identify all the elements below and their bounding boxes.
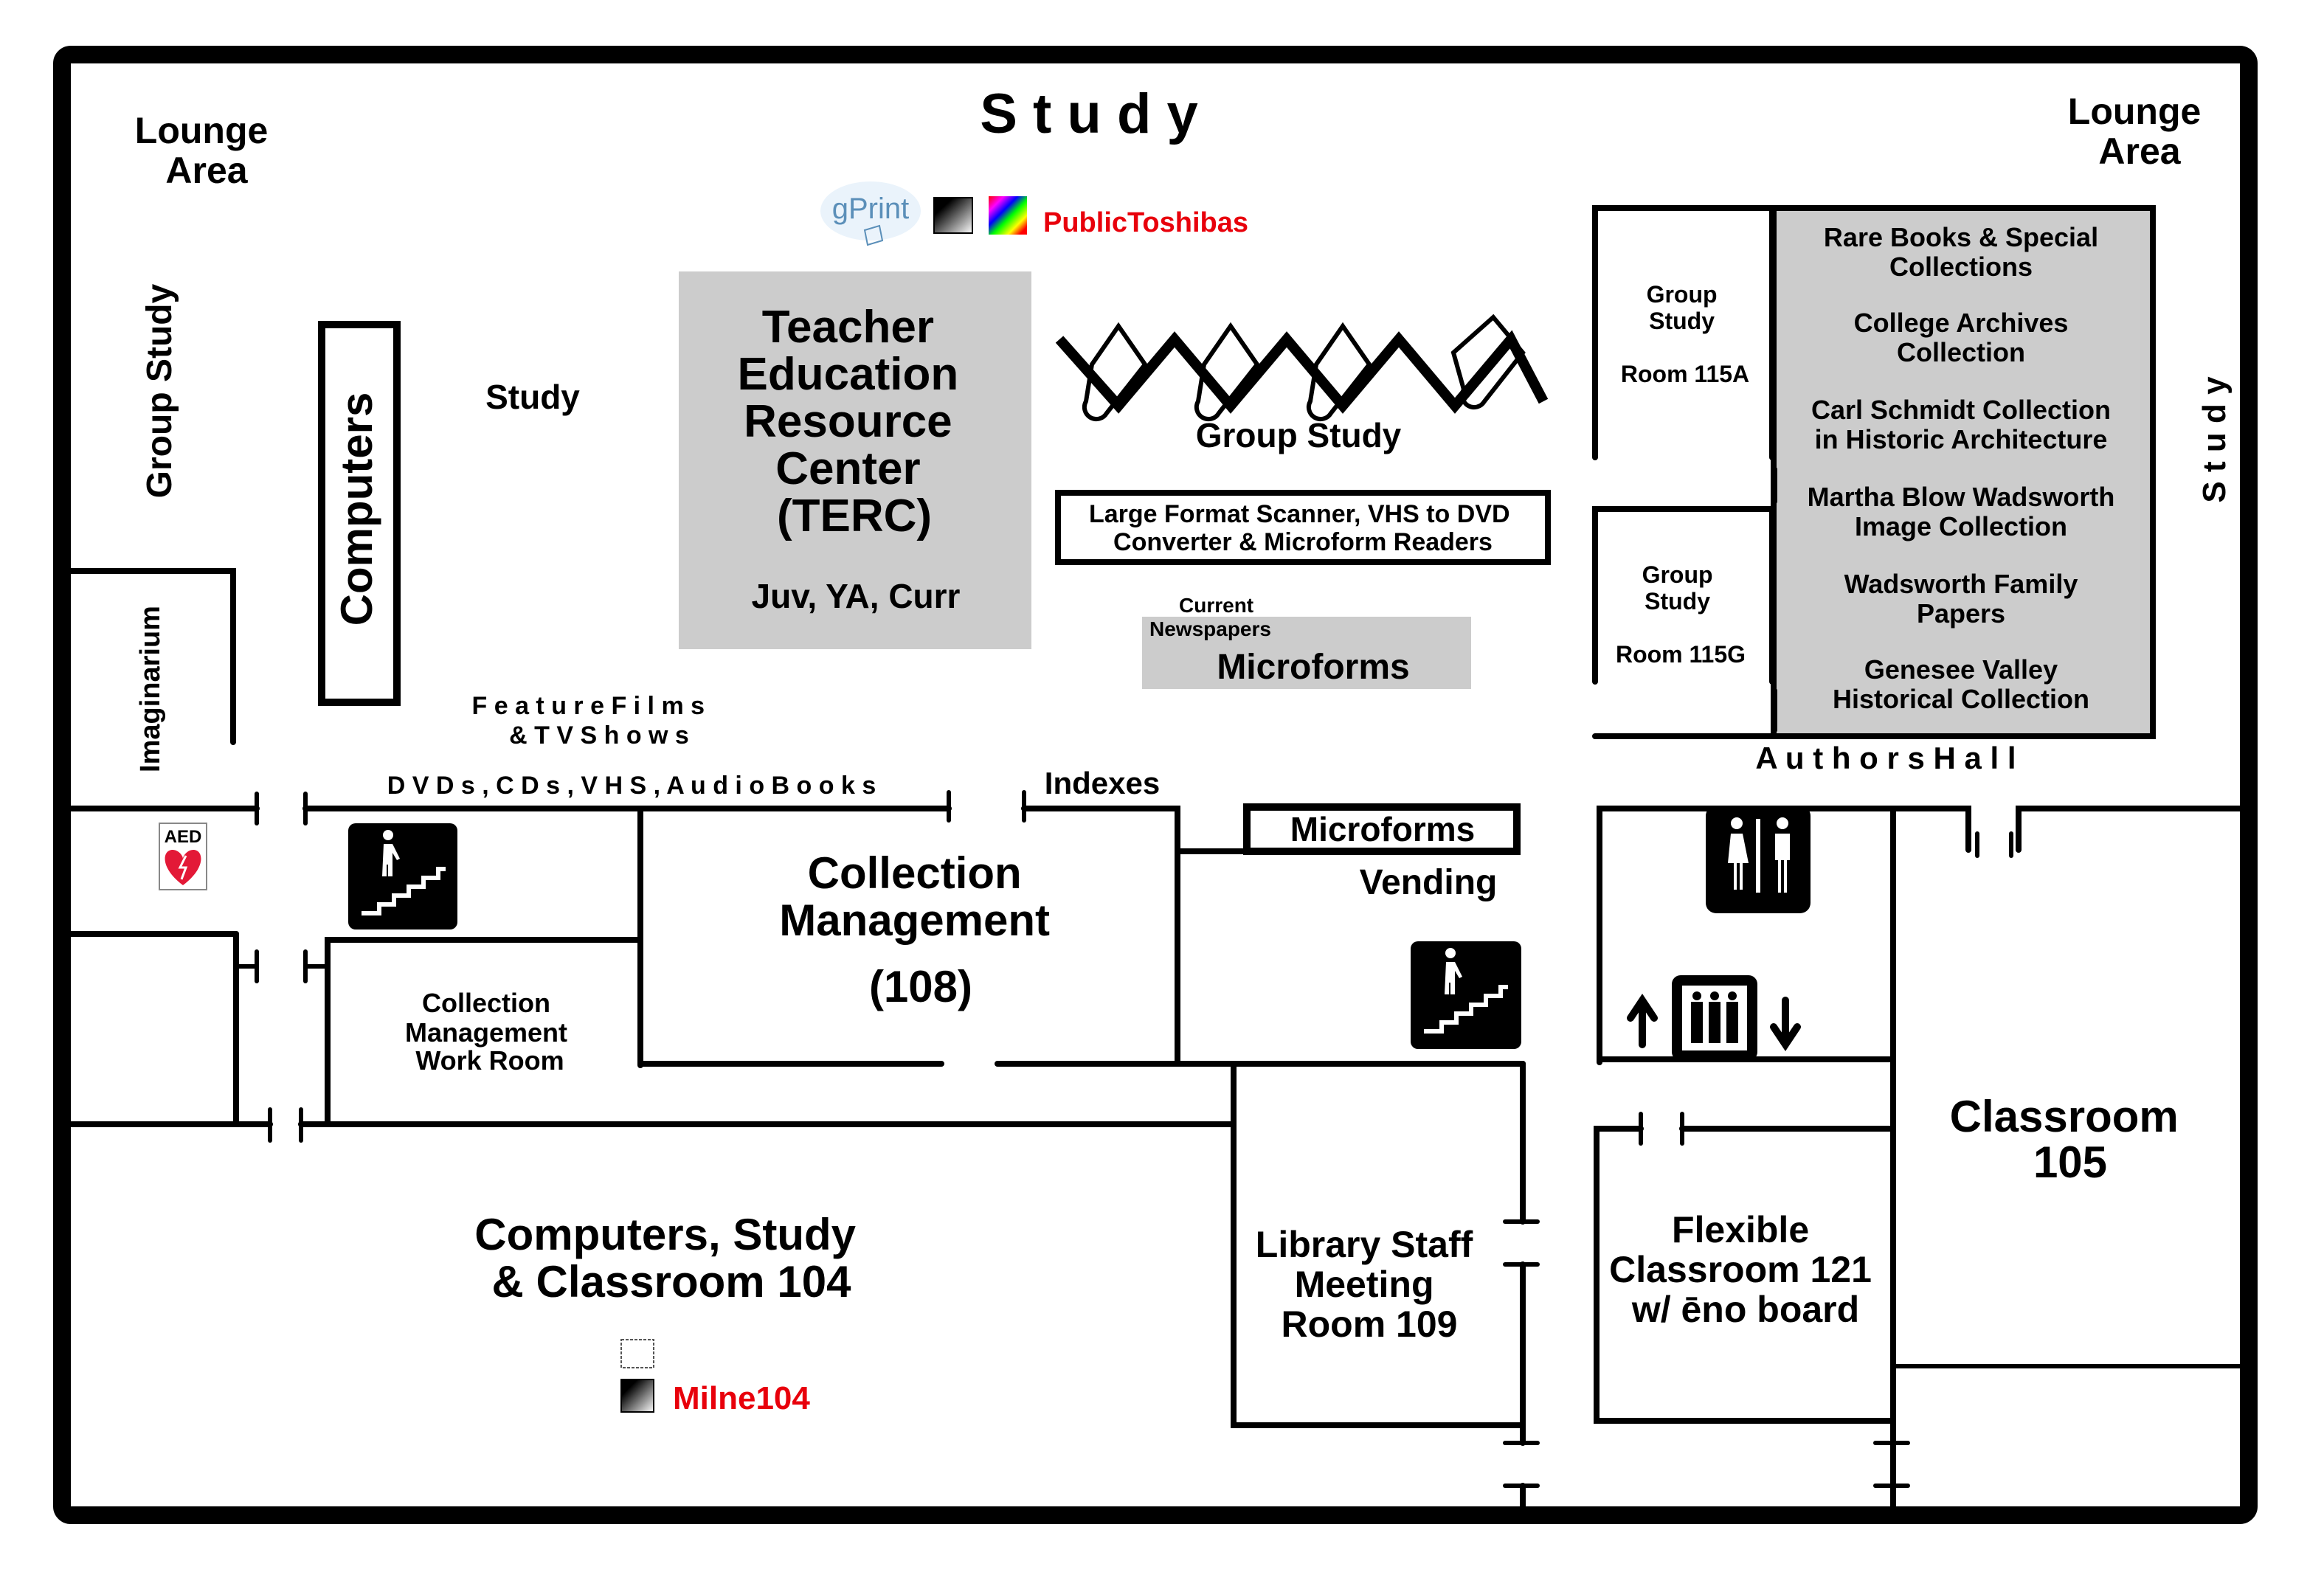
microforms-area: [1142, 617, 1471, 689]
group-study-left-label[interactable]: Group Study: [140, 283, 179, 498]
group-study-tables-label[interactable]: Group Study: [1196, 416, 1402, 454]
public-toshibas-printer-label[interactable]: PublicToshibas: [1043, 207, 1248, 238]
lounge-area-right-label[interactable]: Lounge Area: [2068, 91, 2211, 172]
microforms-top-label[interactable]: Microforms: [1217, 648, 1409, 687]
indexes-label[interactable]: Indexes: [1045, 766, 1160, 800]
imaginarium-label[interactable]: Imaginarium: [135, 606, 166, 772]
bw-printer-icon[interactable]: [620, 1379, 654, 1413]
outer-wall: [53, 46, 2258, 1524]
computers-study-104-label[interactable]: Computers, Study & Classroom 104: [474, 1210, 868, 1306]
restroom-icon[interactable]: [1706, 806, 1811, 913]
scanner-box-label[interactable]: Large Format Scanner, VHS to DVD Convert…: [1089, 500, 1517, 556]
wall-workroom: [325, 937, 643, 1127]
lounge-area-left-label[interactable]: Lounge Area: [135, 110, 278, 191]
stairs-icon[interactable]: [1411, 941, 1521, 1049]
wall-indexes: [1021, 806, 1180, 1065]
collection-management-label[interactable]: Collection Management (108): [779, 848, 1062, 1011]
terc-collections-label: Juv, YA, Curr: [752, 577, 961, 615]
room-115a-label[interactable]: Group Study Room 115A: [1621, 281, 1749, 387]
room-115g-wall: [1592, 506, 1775, 685]
gprint-logo: gPrint: [820, 181, 921, 246]
computers-counter: [318, 321, 401, 706]
wall-105-top: [2016, 806, 2244, 853]
scanner-icon[interactable]: [620, 1339, 654, 1368]
room-121-wall: [1594, 1126, 1896, 1424]
classroom-105-label[interactable]: Classroom 105: [1950, 1092, 2191, 1187]
bw-printer-icon[interactable]: [933, 197, 973, 234]
study-title[interactable]: S t u d y: [980, 83, 1198, 145]
svg-text:gPrint: gPrint: [832, 193, 910, 225]
terc-room: [679, 271, 1031, 649]
group-study-tables-icon: [1055, 314, 1549, 422]
staff-meeting-109-label[interactable]: Library Staff Meeting Room 109: [1256, 1224, 1483, 1345]
vending-label[interactable]: Vending: [1360, 863, 1498, 902]
room-109-wall: [1231, 1061, 1526, 1428]
aed-icon[interactable]: AED: [159, 823, 207, 890]
stairs-icon[interactable]: [348, 823, 457, 929]
dvds-label[interactable]: D V D s , C D s , V H S , A u d i o B o …: [387, 772, 876, 800]
authors-hall-label[interactable]: A u t h o r s H a l l: [1755, 741, 2016, 775]
special-collections-room: [1771, 205, 2156, 739]
terc-label[interactable]: Teacher Education Resource Center (TERC): [738, 302, 972, 541]
feature-films-label[interactable]: F e a t u r e F i l m s & T V S h o w s: [472, 692, 712, 750]
color-printer-icon[interactable]: [989, 196, 1027, 235]
microforms-lower-label[interactable]: Microforms: [1290, 810, 1475, 848]
computers-label[interactable]: Computers: [332, 392, 381, 626]
elevator-icon[interactable]: [1627, 975, 1801, 1061]
imaginarium-wall: [68, 568, 236, 745]
milne104-printer-label[interactable]: Milne104: [673, 1380, 810, 1416]
svg-text:AED: AED: [165, 827, 202, 847]
current-newspapers-label[interactable]: Current Newspapers: [1149, 594, 1271, 640]
cm-work-room-label[interactable]: Collection Management Work Room: [405, 988, 575, 1076]
room-115g-label[interactable]: Group Study Room 115G: [1616, 561, 1746, 668]
flexible-121-label[interactable]: Flexible Classroom 121 w/ ēno board: [1609, 1209, 1882, 1330]
study-mid-label[interactable]: Study: [485, 378, 580, 416]
study-right-label[interactable]: S t u d y: [2196, 376, 2233, 503]
scanner-box: [1055, 490, 1551, 565]
